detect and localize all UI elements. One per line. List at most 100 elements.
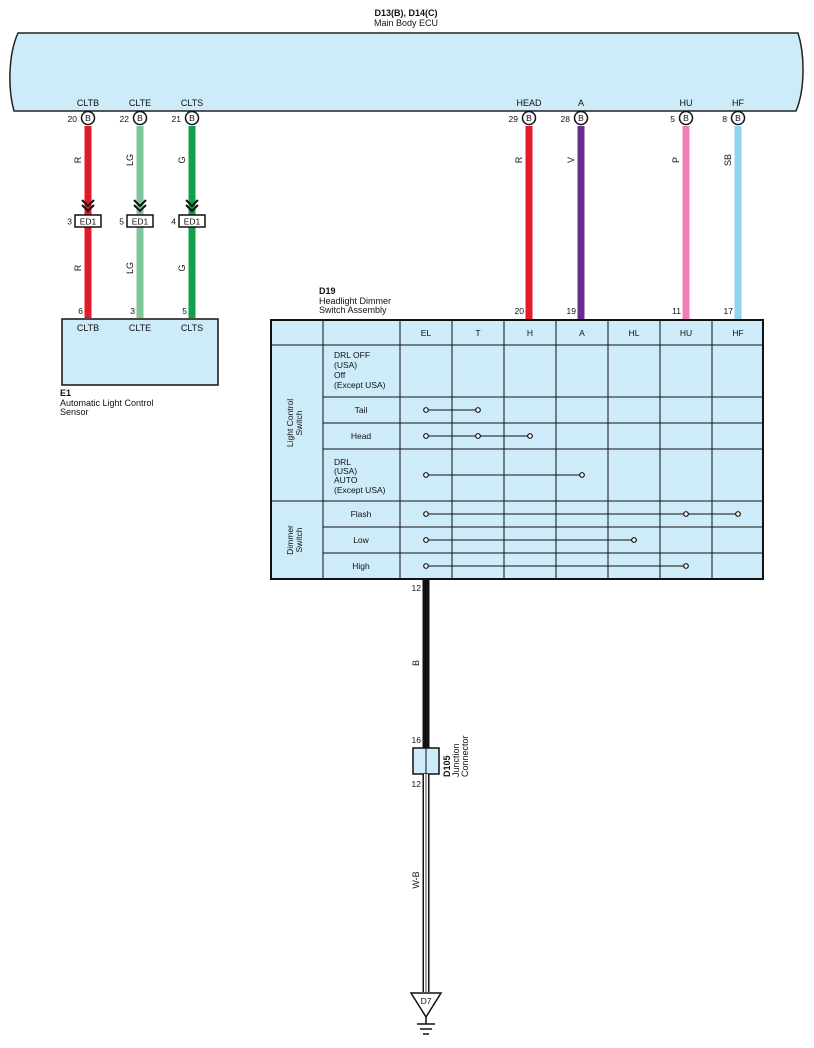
ecu-term-head: HEAD <box>516 98 542 108</box>
ed1-connector-cltb: ED1 3 <box>67 199 102 228</box>
svg-text:ED1: ED1 <box>132 217 149 227</box>
switch-group-label: Light Control <box>285 399 295 447</box>
switch-pin-number: 19 <box>567 306 577 316</box>
switch-row-label: DRL OFF <box>334 350 370 360</box>
svg-text:16: 16 <box>412 735 422 745</box>
continuity-point <box>683 563 689 569</box>
switch-group-label: Switch <box>294 527 304 552</box>
continuity-point <box>423 537 429 543</box>
ecu-pin-29: 29 B <box>509 110 537 126</box>
svg-text:3: 3 <box>130 306 135 316</box>
svg-text:5: 5 <box>670 114 675 124</box>
switch-name: Headlight Dimmer <box>319 296 391 306</box>
svg-text:20: 20 <box>68 114 78 124</box>
ecu-pin-28: 28 B <box>561 110 589 126</box>
wire-color-label: R <box>73 264 83 271</box>
ecu-code: D13(B), D14(C) <box>374 8 437 18</box>
svg-text:3: 3 <box>67 217 72 227</box>
wire-color-label: SB <box>723 154 733 166</box>
svg-text:22: 22 <box>120 114 130 124</box>
junction-connector-d105: 16 12 <box>412 735 440 789</box>
switch-pin-number: 11 <box>672 306 681 316</box>
ecu-term-clts: CLTS <box>181 98 203 108</box>
switch-row-label: (USA) <box>334 466 357 476</box>
sensor-name: Automatic Light Control <box>60 398 154 408</box>
switch-row-label: (Except USA) <box>334 380 386 390</box>
switch-group-label: Dimmer <box>285 525 295 555</box>
continuity-point <box>475 433 481 439</box>
switch-col-header: EL <box>421 328 432 338</box>
switch-col-header: A <box>579 328 585 338</box>
svg-text:12: 12 <box>412 779 422 789</box>
continuity-point <box>527 433 533 439</box>
continuity-point <box>423 433 429 439</box>
svg-text:CLTB: CLTB <box>77 323 99 333</box>
wire-color-label: B <box>411 660 421 666</box>
switch-row-label: High <box>352 561 370 571</box>
svg-text:B: B <box>683 113 689 123</box>
continuity-point <box>423 407 429 413</box>
continuity-point <box>631 537 637 543</box>
svg-text:28: 28 <box>561 114 571 124</box>
switch-row-label: AUTO <box>334 475 358 485</box>
junction-connector-name: Connector <box>460 735 470 777</box>
svg-text:29: 29 <box>509 114 519 124</box>
svg-text:6: 6 <box>78 306 83 316</box>
ecu-pin-21: 21 B <box>172 110 200 126</box>
ground-point-d7: D7 <box>409 992 443 1035</box>
wire-color-label: R <box>514 156 524 163</box>
switch-col-header: HF <box>732 328 743 338</box>
ecu-name: Main Body ECU <box>374 18 438 28</box>
continuity-point <box>423 563 429 569</box>
wire-color-label: V <box>566 157 576 163</box>
wire-color-label: LG <box>125 262 135 274</box>
sensor-code: E1 <box>60 388 71 398</box>
ecu-term-cltb: CLTB <box>77 98 99 108</box>
ecu-body <box>9 32 804 112</box>
svg-text:B: B <box>189 113 195 123</box>
svg-text:CLTE: CLTE <box>129 323 151 333</box>
switch-col-header: HU <box>680 328 692 338</box>
svg-text:ED1: ED1 <box>80 217 97 227</box>
ecu-term-clte: CLTE <box>129 98 151 108</box>
svg-text:B: B <box>578 113 584 123</box>
wire-color-label: LG <box>125 154 135 166</box>
continuity-point <box>735 511 741 517</box>
switch-name: Switch Assembly <box>319 305 387 315</box>
ecu-pin-20: 20 B <box>68 110 96 126</box>
wire-ground-white-black <box>422 774 430 992</box>
switch-group-label: Switch <box>294 410 304 435</box>
switch-pin-number: 17 <box>724 306 734 316</box>
wire-color-label: P <box>671 157 681 163</box>
svg-text:CLTS: CLTS <box>181 323 203 333</box>
continuity-point <box>423 472 429 478</box>
wire-color-label: G <box>177 156 187 163</box>
switch-row-label: (Except USA) <box>334 485 386 495</box>
ecu-pin-5: 5 B <box>670 110 694 126</box>
sensor-e1: 6 3 5 CLTB CLTE CLTS <box>61 306 219 386</box>
continuity-point <box>423 511 429 517</box>
switch-row-label: Low <box>353 535 369 545</box>
junction-connector-code: D105 <box>442 755 452 777</box>
svg-text:ED1: ED1 <box>184 217 201 227</box>
switch-ground-pin: 12 <box>412 583 422 593</box>
svg-text:4: 4 <box>171 217 176 227</box>
switch-row-label: Tail <box>355 405 368 415</box>
switch-col-header: HL <box>629 328 640 338</box>
ed1-connector-clts: ED1 4 <box>171 199 206 228</box>
svg-text:B: B <box>137 113 143 123</box>
svg-text:8: 8 <box>722 114 727 124</box>
switch-row-label: Off <box>334 370 346 380</box>
svg-text:B: B <box>85 113 91 123</box>
switch-code: D19 <box>319 286 336 296</box>
ecu-term-a: A <box>578 98 584 108</box>
switch-pin-number: 20 <box>515 306 525 316</box>
ecu-pin-8: 8 B <box>722 110 746 126</box>
ecu-pin-22: 22 B <box>120 110 148 126</box>
svg-text:D7: D7 <box>421 996 432 1006</box>
svg-text:5: 5 <box>182 306 187 316</box>
switch-col-header: T <box>475 328 480 338</box>
ecu-term-hf: HF <box>732 98 744 108</box>
wire-color-label: W-B <box>411 871 421 888</box>
